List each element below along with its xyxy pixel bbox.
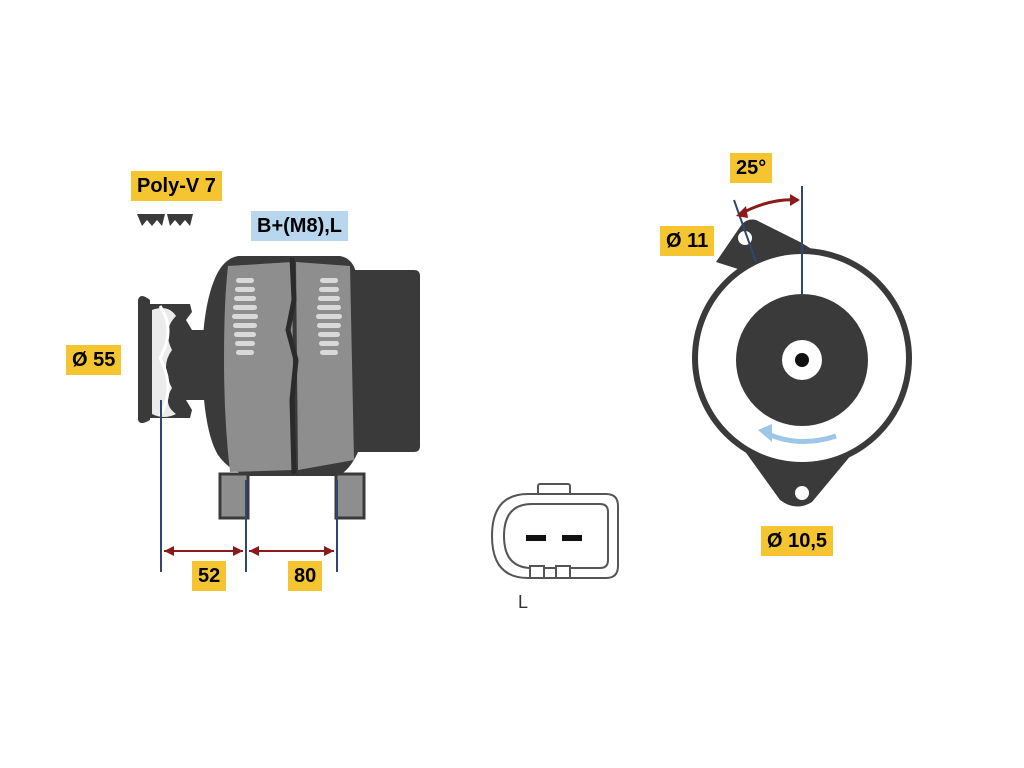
vent-slot: [232, 314, 258, 319]
angle-arc: [739, 198, 799, 216]
vent-slot: [319, 287, 339, 292]
hole-bottom-label: Ø 10,5: [761, 526, 834, 556]
vent-slot: [320, 350, 338, 355]
vent-slot: [236, 350, 254, 355]
housing-panel-right: [296, 262, 354, 470]
shaft-center: [795, 353, 809, 367]
angle-label: 25°: [730, 153, 773, 183]
vent-slot: [235, 287, 255, 292]
vent-slot: [317, 305, 341, 310]
vent-slot: [320, 278, 338, 283]
mount-foot-right: [334, 472, 366, 520]
mount-foot-left: [218, 472, 250, 520]
housing-seam: [285, 257, 299, 475]
vent-slot: [316, 314, 342, 319]
vent-slots: [232, 278, 342, 355]
vent-slot: [318, 296, 340, 301]
dimension-label-right: 80: [288, 561, 323, 591]
vent-slot: [233, 323, 257, 328]
rear-cap: [345, 270, 420, 452]
dimension-label-left: 52: [192, 561, 227, 591]
side-view: [137, 214, 420, 572]
rotation-arrow: [766, 431, 837, 445]
vent-slot: [234, 332, 256, 337]
hole-top-label: Ø 11: [660, 226, 715, 256]
pulley-diameter-label: Ø 55: [66, 345, 122, 375]
connector-plug: [490, 483, 619, 579]
vent-slot: [318, 332, 340, 337]
connector-label: L: [518, 592, 529, 612]
vent-slot: [236, 278, 254, 283]
belt-label: Poly-V 7: [131, 171, 222, 201]
vent-slot: [317, 323, 341, 328]
hole-bottom: [793, 484, 811, 502]
vent-slot: [319, 341, 339, 346]
terminal-label: B+(M8),L: [251, 211, 348, 241]
housing-panel-left: [224, 262, 294, 472]
belt-rib-icon: [137, 214, 193, 226]
vent-slot: [233, 305, 257, 310]
vent-slot: [234, 296, 256, 301]
vent-slot: [235, 341, 255, 346]
rotation-arrow-head: [758, 424, 772, 442]
angle-ref-inclined: [733, 199, 757, 263]
pulley: [138, 296, 207, 423]
front-view: [692, 186, 912, 507]
dimension-lines: [160, 400, 338, 572]
